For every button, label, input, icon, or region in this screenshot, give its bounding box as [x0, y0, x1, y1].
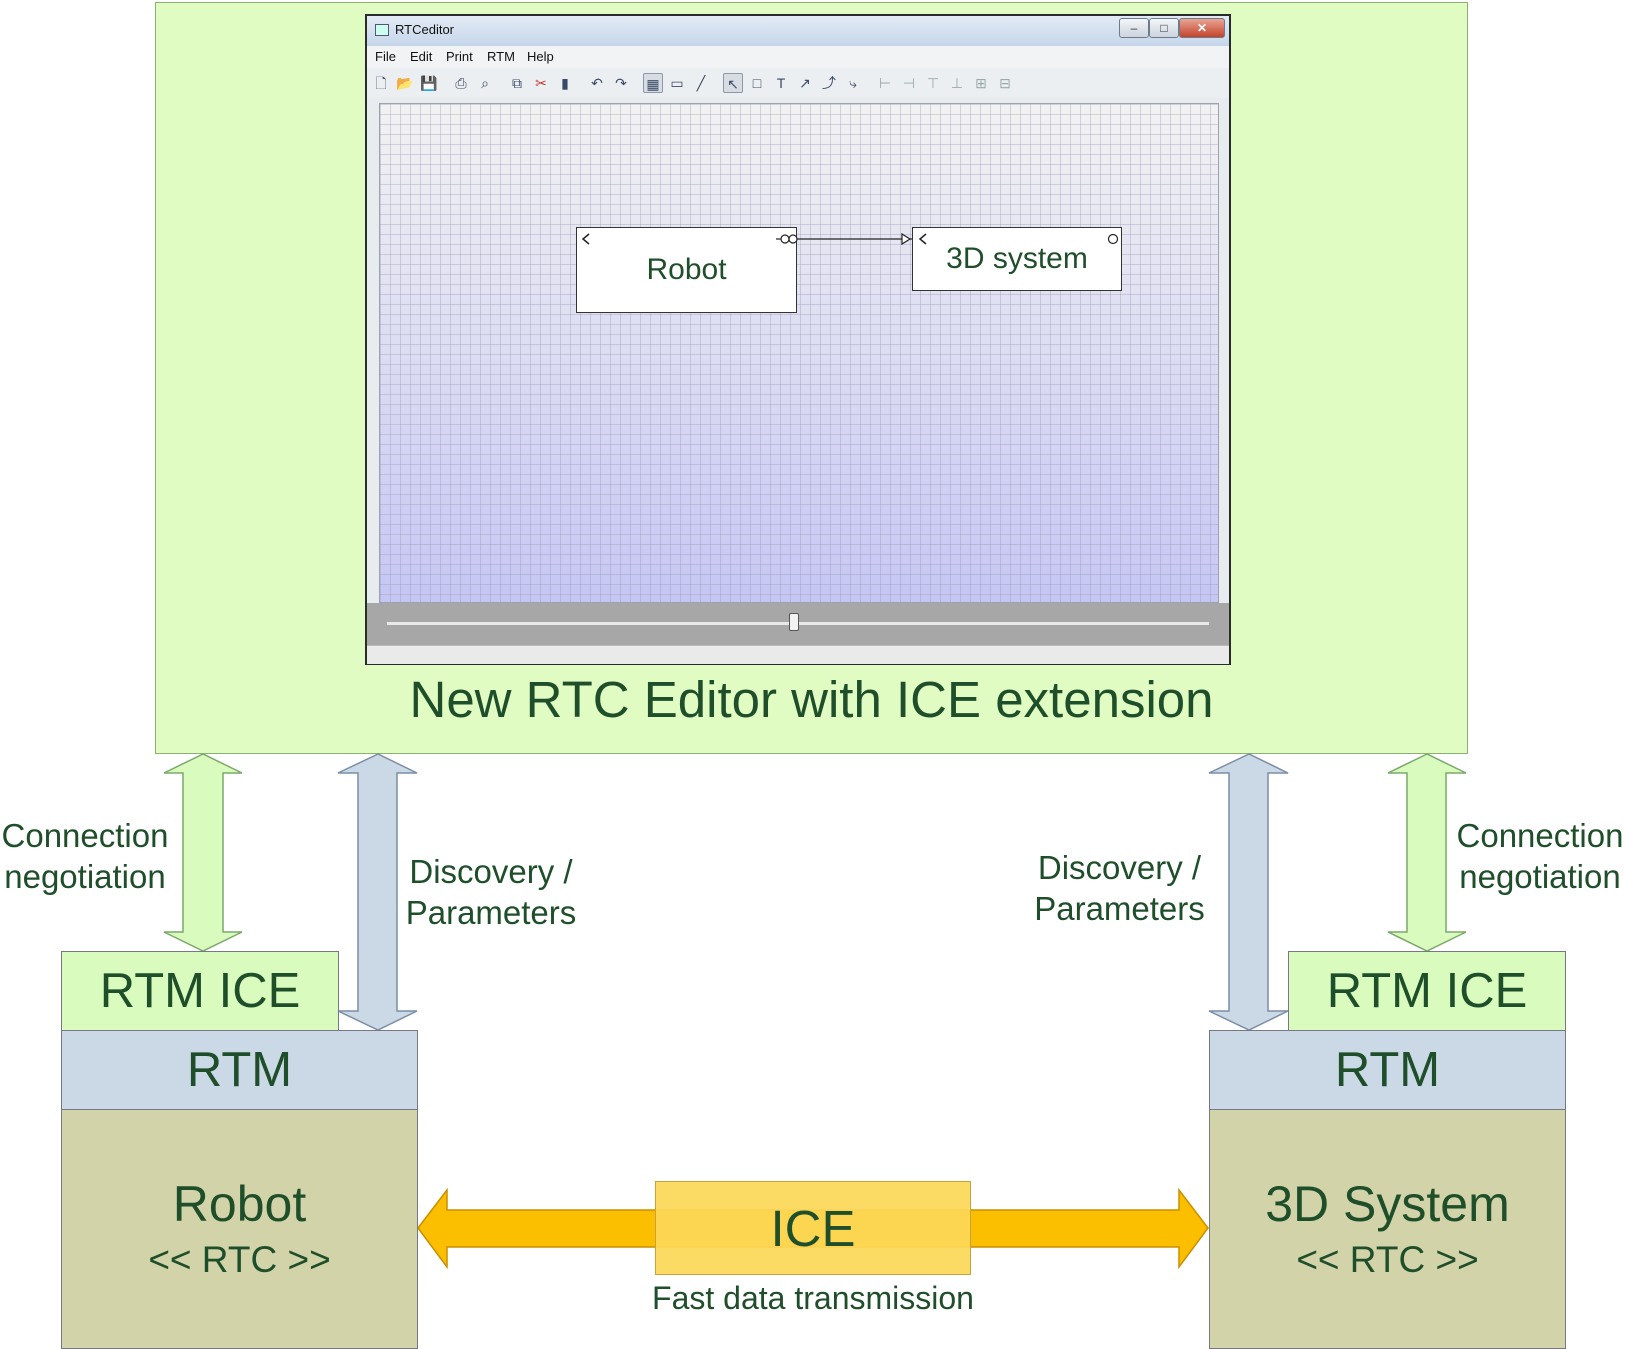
- menu-help[interactable]: Help: [527, 49, 554, 64]
- left-rtm-ice-layer: RTM ICE: [61, 951, 339, 1031]
- 3d-outport-icon: [1107, 233, 1119, 245]
- right-rtm-ice-layer: RTM ICE: [1288, 951, 1566, 1031]
- port-connector: [581, 232, 1119, 246]
- toolbar: 🗋 📂 💾 ⎙ ⌕ ⧉ ✂ ▮ ↶ ↷ ▦ ▭ ╱ ↖ □ T ↗ ⤴ ⤷ ⊢ …: [367, 68, 1229, 98]
- ice-transport-box: ICE: [655, 1181, 971, 1275]
- rectangle-icon[interactable]: □: [752, 75, 762, 91]
- align-center-icon[interactable]: ⊞: [975, 75, 987, 91]
- right-rtm-layer: RTM: [1209, 1030, 1566, 1110]
- right-discovery-arrow: [1208, 753, 1289, 1031]
- window-title: RTCeditor: [395, 22, 455, 37]
- save-icon[interactable]: 💾: [420, 75, 438, 91]
- open-icon[interactable]: 📂: [396, 75, 414, 91]
- component-3d-system[interactable]: 3D system: [912, 227, 1122, 291]
- left-rtc-stereotype: << RTC >>: [148, 1239, 331, 1280]
- left-connection-label-line1: Connection: [1, 817, 169, 854]
- left-connection-label: Connection negotiation: [0, 815, 170, 897]
- component-3d-system-label: 3D system: [946, 242, 1088, 275]
- right-discovery-label-line2: Parameters: [1034, 890, 1205, 927]
- new-icon[interactable]: 🗋: [375, 75, 387, 91]
- right-rtc-component: 3D System << RTC >>: [1209, 1109, 1566, 1349]
- app-icon: [375, 24, 389, 36]
- print-icon[interactable]: ⎙: [455, 75, 467, 91]
- align-left-icon[interactable]: ⊢: [878, 75, 892, 91]
- right-connection-label-line2: negotiation: [1459, 858, 1621, 895]
- zoom-slider-bar: [367, 603, 1229, 645]
- zoom-slider-thumb[interactable]: [789, 613, 799, 631]
- rect-small-icon[interactable]: ▭: [670, 75, 684, 91]
- step-arrow-icon[interactable]: ⤷: [849, 75, 857, 91]
- undo-icon[interactable]: ↶: [591, 75, 603, 91]
- copy-icon[interactable]: ⧉: [512, 75, 522, 91]
- maximize-button[interactable]: □: [1149, 18, 1179, 38]
- right-connection-label: Connection negotiation: [1454, 815, 1626, 897]
- left-rtc-component: Robot << RTC >>: [61, 1109, 418, 1349]
- right-discovery-label: Discovery / Parameters: [1022, 847, 1217, 929]
- cut-icon[interactable]: ✂: [535, 75, 547, 91]
- grid-icon[interactable]: ▦: [643, 73, 663, 93]
- find-icon[interactable]: ⌕: [481, 75, 489, 91]
- right-rtc-stereotype: << RTC >>: [1296, 1239, 1479, 1280]
- align-bottom-icon[interactable]: ⊥: [950, 75, 964, 91]
- window-titlebar[interactable]: RTCeditor – □ ✕: [367, 16, 1229, 46]
- robot-inport-icon: [581, 233, 590, 245]
- editor-caption: New RTC Editor with ICE extension: [409, 670, 1214, 728]
- align-top-icon[interactable]: ⊤: [926, 75, 940, 91]
- left-connection-arrow: [163, 753, 243, 952]
- status-bar: [367, 645, 1229, 664]
- line-tool-icon[interactable]: ╱: [696, 75, 706, 91]
- align-right-icon[interactable]: ⊣: [902, 75, 916, 91]
- right-discovery-label-line1: Discovery /: [1037, 849, 1202, 886]
- minimize-button[interactable]: –: [1119, 18, 1149, 38]
- component-robot[interactable]: Robot: [576, 227, 797, 313]
- arrow-icon[interactable]: ↗: [799, 75, 811, 91]
- select-pointer-icon[interactable]: ↖: [723, 73, 743, 93]
- ice-transport-caption: Fast data transmission: [652, 1280, 974, 1316]
- menu-file[interactable]: File: [375, 49, 396, 64]
- curved-arrow-icon[interactable]: ⤴: [822, 75, 836, 91]
- left-rtc-name: Robot: [172, 1176, 307, 1232]
- paste-icon[interactable]: ▮: [561, 75, 569, 91]
- left-rtm-layer: RTM: [61, 1030, 418, 1110]
- component-robot-label: Robot: [646, 253, 727, 286]
- menu-print[interactable]: Print: [446, 49, 473, 64]
- distribute-icon[interactable]: ⊟: [999, 75, 1011, 91]
- left-connection-label-line2: negotiation: [4, 858, 166, 895]
- rtceditor-window: RTCeditor – □ ✕ File Edit Print RTM Help…: [365, 14, 1231, 665]
- redo-icon[interactable]: ↷: [615, 75, 627, 91]
- left-discovery-label-line2: Parameters: [405, 894, 577, 931]
- text-icon[interactable]: T: [776, 75, 786, 91]
- menu-rtm[interactable]: RTM: [487, 49, 515, 64]
- left-discovery-label: Discovery / Parameters: [396, 851, 586, 933]
- left-discovery-label-line1: Discovery /: [409, 853, 573, 890]
- menu-edit[interactable]: Edit: [410, 49, 433, 64]
- right-connection-label-line1: Connection: [1456, 817, 1624, 854]
- close-button[interactable]: ✕: [1179, 18, 1225, 38]
- diagram-canvas[interactable]: Robot 3D system: [379, 103, 1219, 603]
- right-rtc-name: 3D System: [1265, 1176, 1510, 1232]
- 3d-inport-icon: [918, 233, 927, 245]
